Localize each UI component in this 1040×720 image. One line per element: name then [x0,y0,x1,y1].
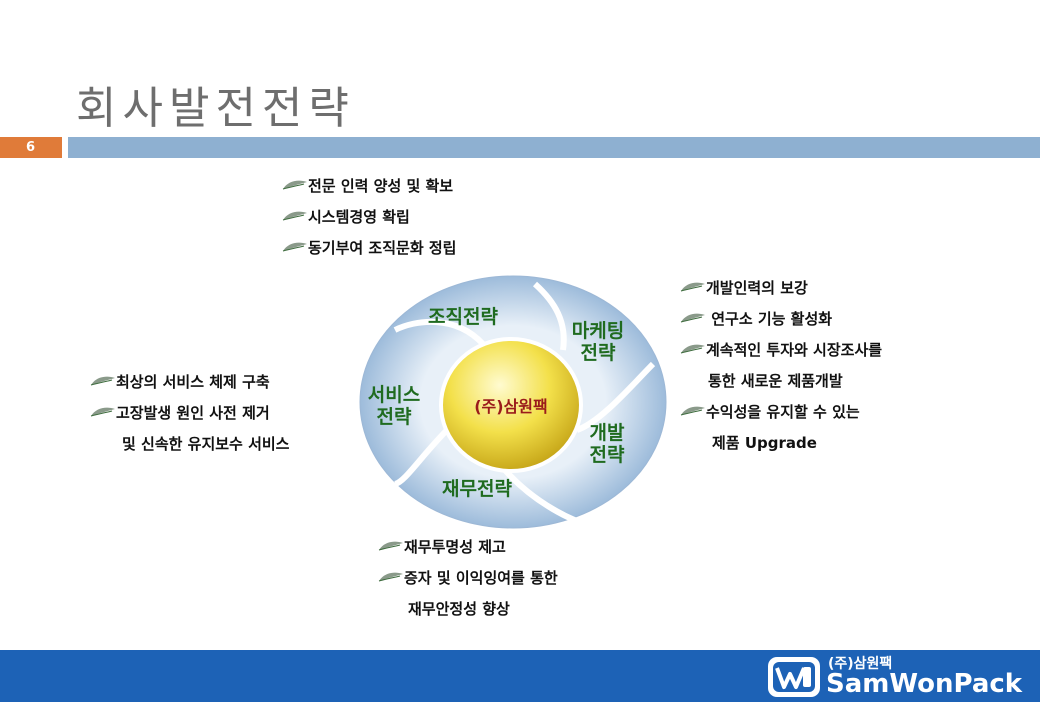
title-bar [68,137,1040,158]
bullet-item: 동기부여 조직문화 정립 [282,233,456,264]
footer-bar [0,650,1040,702]
center-circle [439,337,583,473]
feather-bullet-icon [680,282,705,292]
cycle-graphic [359,275,667,529]
bullet-item: 전문 인력 양성 및 확보 [282,171,456,202]
bullet-continuation: 제품 Upgrade [712,434,817,452]
feather-bullet-icon [282,242,307,252]
feather-bullet-icon [90,376,115,386]
logo-english-name: SamWonPack [826,669,1023,699]
segment-label-service: 서비스 전략 [367,384,421,428]
feather-bullet-icon [680,344,705,354]
samwonpack-logo-icon [768,657,820,697]
logo-korean-name: (주)삼원팩 [828,656,893,672]
bullet-item: 시스템경영 확립 [282,202,456,233]
footer-strip [0,702,1040,720]
org-strategy-bullets: 전문 인력 양성 및 확보 시스템경영 확립 동기부여 조직문화 정립 [282,171,456,264]
center-label: (주)삼원팩 [474,397,548,416]
finance-strategy-bullets: 재무투명성 제고 증자 및 이익잉여를 통한 재무안정성 향상 [378,532,558,625]
feather-bullet-icon [680,313,705,323]
segment-label-organization: 조직전략 [428,306,498,328]
bullet-item: 고장발생 원인 사전 제거 [90,398,289,429]
segment-label-marketing: 마케팅 전략 [571,320,625,364]
dev-strategy-bullets: 개발인력의 보강 연구소 기능 활성화 계속적인 투자와 시장조사를 통한 새로… [680,273,882,459]
bullet-item: 재무투명성 제고 [378,532,558,563]
page-title: 회사발전전략 [76,83,355,134]
bullet-continuation: 재무안정성 향상 [408,600,510,618]
service-strategy-bullets: 최상의 서비스 체제 구축 고장발생 원인 사전 제거 및 신속한 유지보수 서… [90,367,289,460]
bullet-item: 수익성을 유지할 수 있는 [680,397,882,428]
segment-label-finance: 재무전략 [442,478,512,500]
feather-bullet-icon [90,407,115,417]
bullet-continuation: 통한 새로운 제품개발 [708,372,843,390]
feather-bullet-icon [680,406,705,416]
bullet-continuation: 및 신속한 유지보수 서비스 [122,435,290,453]
page-number-badge: 6 [0,137,62,158]
bullet-item: 연구소 기능 활성화 [680,304,882,335]
bullet-item: 개발인력의 보강 [680,273,882,304]
strategy-cycle-diagram: 조직전략 마케팅 전략 개발 전략 재무전략 서비스 전략 (주)삼원팩 [355,272,675,532]
feather-bullet-icon [378,541,403,551]
bullet-item: 최상의 서비스 체제 구축 [90,367,289,398]
feather-bullet-icon [282,211,307,221]
bullet-item: 계속적인 투자와 시장조사를 [680,335,882,366]
feather-bullet-icon [378,572,403,582]
bullet-item: 증자 및 이익잉여를 통한 [378,563,558,594]
page-number: 6 [26,140,36,155]
segment-dividers [393,281,656,527]
feather-bullet-icon [282,180,307,190]
segment-label-development: 개발 전략 [589,422,625,466]
